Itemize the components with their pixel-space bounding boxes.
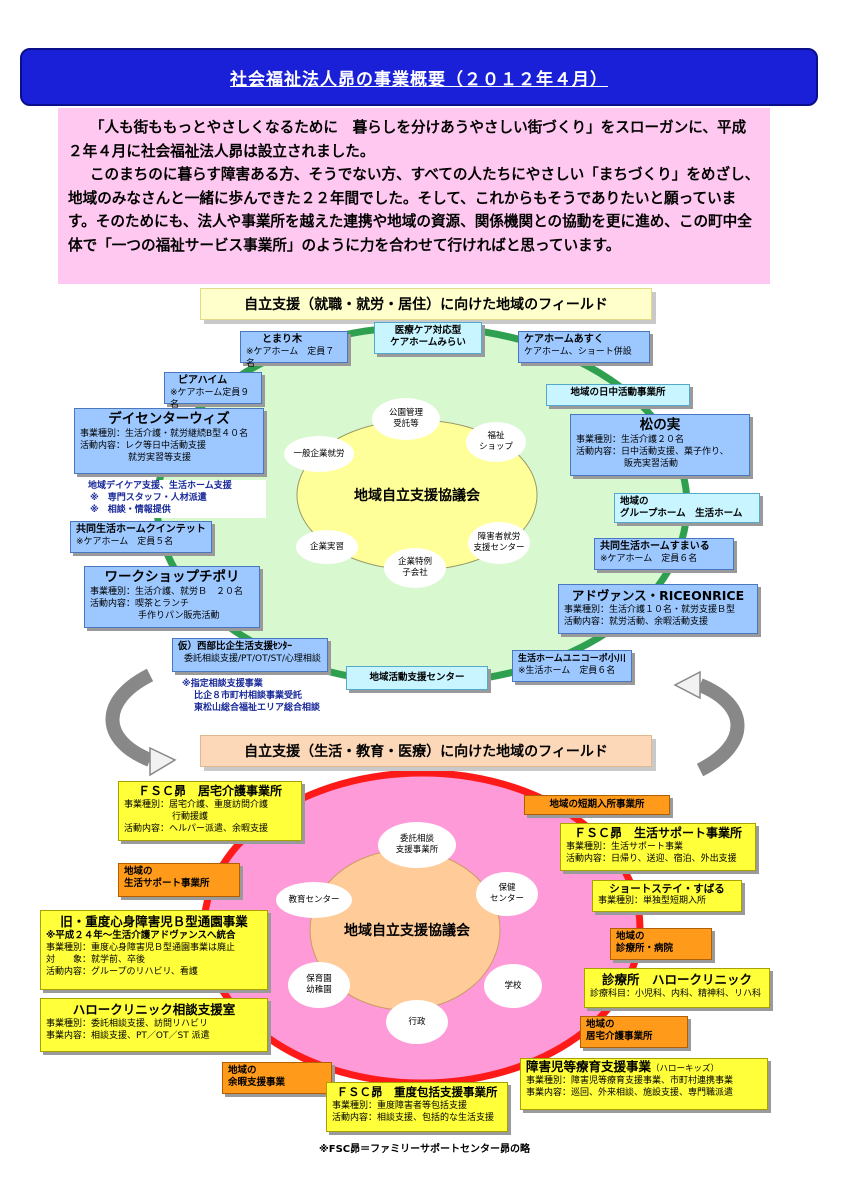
box-child-support: 障害児等療育支援事業（ハローキッズ） 事業種別：障害児等療育支援事業、市町村連携… xyxy=(520,1058,768,1110)
field1-inner-park: 公園管理 受託等 xyxy=(372,398,440,440)
field2-inner-government: 行政 xyxy=(386,1000,448,1044)
title-banner: 社会福祉法人昴の事業概要（２０１２年４月） xyxy=(20,48,818,106)
box-former-b-type: 旧・重度心身障害児Ｂ型通園事業 ※平成２４年～生活介護アドヴァンスへ統合 事業種… xyxy=(40,910,268,990)
box-activity-center: 地域活動支援センター xyxy=(346,666,488,690)
page-title: 社会福祉法人昴の事業概要（２０１２年４月） xyxy=(230,69,608,90)
right-arrow-head xyxy=(673,670,701,700)
field1-title: 自立支援（就職・就労・居住）に向けた地域のフィールド xyxy=(200,288,652,320)
box-fsc-life-support: ＦＳＣ昴 生活サポート事業所 事業種別：生活サポート事業 活動内容：日帰り、送迎… xyxy=(560,823,756,871)
footer-note: ※FSC昴＝ファミリーサポートセンター昴の略 xyxy=(319,1144,530,1155)
field1-inner-shop: 福祉 ショップ xyxy=(466,422,526,462)
box-hello-clinic-consultation: ハロークリニック相談支援室 事業種別：委託相談支援、訪問リハビリ 事業内容：相談… xyxy=(40,998,268,1052)
box-fsc-comprehensive: ＦＳＣ昴 重度包括支援事業所 事業種別：重度障害者等包括支援 活動内容：相談支援… xyxy=(326,1082,508,1132)
box-asuku: ケアホームあすく ケアホーム、ショート併設 xyxy=(518,331,650,363)
designated-consultation-note: ※指定相談支援事業 比企８市町村相談事業受託 東松山総合福祉エリア総合相談 xyxy=(182,679,321,713)
box-local-home-care: 地域の 居宅介護事業所 xyxy=(580,1016,688,1048)
field1-inner-employment-center: 障害者就労 支援センター xyxy=(468,522,530,564)
field2-title: 自立支援（生活・教育・医療）に向けた地域のフィールド xyxy=(200,735,652,767)
right-cycle-arrow xyxy=(696,678,745,777)
box-tomarigi: とまり木 ※ケアホーム 定員７名 xyxy=(240,331,348,369)
intro-panel: 「人も街ももっとやさしくなるために 暮らしを分けあうやさしい街づくり」をスローガ… xyxy=(58,108,770,284)
box-unico-ogawa: 生活ホームユニコーポ小川 ※生活ホーム 定員６名 xyxy=(512,650,632,682)
box-daycenter-wiz: デイセンターウィズ 事業種別：生活介護・就労継続B型４０名 活動内容：レク等日中… xyxy=(74,408,264,474)
daycare-support-note: 地域デイケア支援、生活ホーム支援 ※ 専門スタッフ・人材派遣 ※ 相談・情報提供 xyxy=(88,480,266,518)
field1-inner-employment: 一般企業就労 xyxy=(284,436,354,472)
box-local-leisure: 地域の 余暇支援事業 xyxy=(222,1062,332,1094)
box-mirai: 医療ケア対応型 ケアホームみらい xyxy=(374,322,482,354)
left-arrow-head xyxy=(149,746,177,777)
box-hello-clinic: 診療所 ハロークリニック 診療科目：小児科、内科、精神科、リハ科 xyxy=(584,968,770,1008)
field1-inner-special-subsidiary: 企業特例 子会社 xyxy=(384,548,446,588)
box-local-life-support: 地域の 生活サポート事業所 xyxy=(118,863,240,897)
field2-inner-consultation: 委託相談 支援事業所 xyxy=(378,822,456,868)
field2-inner-health-center: 保健 センター xyxy=(476,872,538,916)
box-advance: アドヴァンス・RICEONRICE 事業種別：生活介護１０名・就労支援Ｂ型 活動… xyxy=(558,584,758,634)
box-quintet: 共同生活ホームクインテット ※ケアホーム 定員５名 xyxy=(70,521,212,553)
field1-inner-practice: 企業実習 xyxy=(296,530,358,564)
field2-inner-education-center: 教育センター xyxy=(276,882,352,918)
field2-inner-school: 学校 xyxy=(484,964,542,1008)
box-daytime-activity: 地域の日中活動事業所 xyxy=(546,384,690,406)
box-local-clinic: 地域の 診療所・病院 xyxy=(610,928,712,960)
box-workshop-chipori: ワークショップチポリ 事業種別：生活介護、就労Ｂ ２０名 活動内容：喫茶とランチ… xyxy=(84,566,260,628)
box-piahaim: ピアハイム ※ケアホーム定員９名 xyxy=(164,372,262,410)
left-cycle-arrow xyxy=(105,668,154,767)
box-seibu-hiki: 仮）西部比企生活支援ｾﾝﾀｰ 委託相談支援/PT/OT/ST/心理相談 xyxy=(172,638,328,672)
field1-center-label: 地域自立支援協議会 xyxy=(354,488,480,504)
box-matsunomi: 松の実 事業種別：生活介護２０名 活動内容：日中活動支援、菓子作り、 販売実習活… xyxy=(570,414,750,476)
intro-paragraph-1: 「人も街ももっとやさしくなるために 暮らしを分けあうやさしい街づくり」をスローガ… xyxy=(68,119,747,160)
box-shortstay-subaru: ショートステイ・すばる 事業種別：単独型短期入所 xyxy=(592,880,742,912)
field2-center-label: 地域自立支援協議会 xyxy=(344,923,470,939)
intro-paragraph-2: このまちのに暮らす障害ある方、そうでない方、すべての人たちにやさしい「まちづくり… xyxy=(68,166,760,254)
box-sumairu: 共同生活ホームすまいる ※ケアホーム 定員６名 xyxy=(594,538,734,570)
box-grouphome: 地域の グループホーム 生活ホーム xyxy=(614,493,760,523)
field2-inner-nursery: 保育園 幼稚園 xyxy=(288,962,350,1008)
box-fsc-home-care: ＦＳＣ昴 居宅介護事業所 事業種別：居宅介護、重度訪問介護 行動援護 活動内容：… xyxy=(118,781,302,841)
box-short-stay-local: 地域の短期入所事業所 xyxy=(524,795,670,815)
